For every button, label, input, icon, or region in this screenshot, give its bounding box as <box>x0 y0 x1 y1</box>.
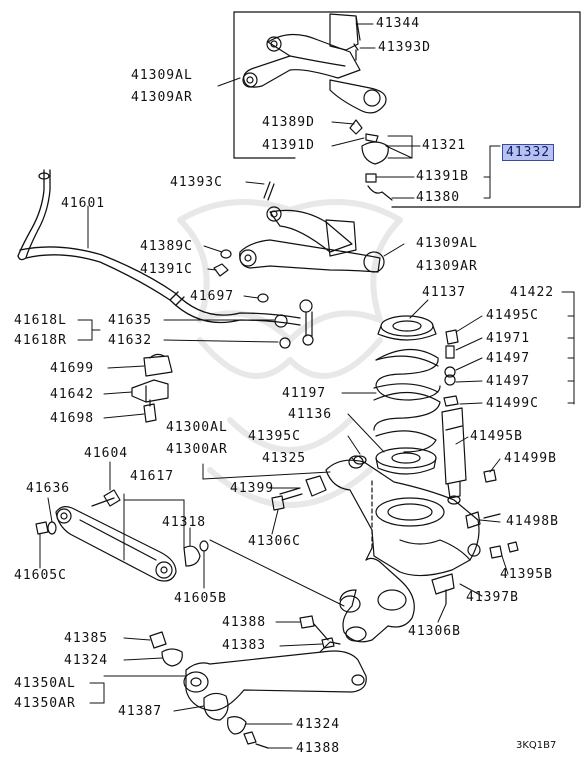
part-label-41389d[interactable]: 41389D <box>262 115 315 130</box>
part-label-41698[interactable]: 41698 <box>50 411 95 426</box>
part-label-41324-b[interactable]: 41324 <box>296 717 341 732</box>
part-label-41618r[interactable]: 41618R <box>14 333 67 348</box>
part-label-41397b[interactable]: 41397B <box>466 590 519 605</box>
part-label-41697[interactable]: 41697 <box>190 289 235 304</box>
part-label-41399[interactable]: 41399 <box>230 481 275 496</box>
part-label-41344[interactable]: 41344 <box>376 16 421 31</box>
stabilizer-link <box>257 293 314 349</box>
part-label-41309ar-top[interactable]: 41309AR <box>131 90 193 105</box>
part-label-41497-a[interactable]: 41497 <box>486 351 531 366</box>
part-label-41387[interactable]: 41387 <box>118 704 163 719</box>
part-label-41601[interactable]: 41601 <box>61 196 106 211</box>
part-label-41197[interactable]: 41197 <box>282 386 327 401</box>
part-label-41380[interactable]: 41380 <box>416 190 461 205</box>
part-label-41495b[interactable]: 41495B <box>470 429 523 444</box>
part-label-41393c[interactable]: 41393C <box>170 175 223 190</box>
part-label-41391b[interactable]: 41391B <box>416 169 469 184</box>
part-label-41385[interactable]: 41385 <box>64 631 109 646</box>
part-label-41306c[interactable]: 41306C <box>248 534 301 549</box>
part-label-41309al-top[interactable]: 41309AL <box>131 68 193 83</box>
part-label-41499c[interactable]: 41499C <box>486 396 539 411</box>
part-label-41318[interactable]: 41318 <box>162 515 207 530</box>
part-label-41498b[interactable]: 41498B <box>506 514 559 529</box>
part-label-41699[interactable]: 41699 <box>50 361 95 376</box>
part-label-41632[interactable]: 41632 <box>108 333 153 348</box>
stabilizer-bushing-bracket <box>131 353 173 423</box>
part-label-41604[interactable]: 41604 <box>84 446 129 461</box>
part-label-41497-b[interactable]: 41497 <box>486 374 531 389</box>
part-label-41395b[interactable]: 41395B <box>500 567 553 582</box>
part-label-41350al[interactable]: 41350AL <box>14 676 76 691</box>
lower-arm-bolts <box>271 475 519 559</box>
part-label-41389c[interactable]: 41389C <box>140 239 193 254</box>
part-label-41321[interactable]: 41321 <box>422 138 467 153</box>
upper-arm-assembly <box>213 181 385 277</box>
part-label-41605c[interactable]: 41605C <box>14 568 67 583</box>
part-label-41325[interactable]: 41325 <box>262 451 307 466</box>
part-label-41306b[interactable]: 41306B <box>408 624 461 639</box>
part-label-41332-highlighted[interactable]: 41332 <box>502 144 555 161</box>
part-label-41422[interactable]: 41422 <box>510 285 555 300</box>
lower-arm-assembly <box>325 455 481 605</box>
part-label-41618l[interactable]: 41618L <box>14 313 67 328</box>
part-label-41642[interactable]: 41642 <box>50 387 95 402</box>
part-label-41137[interactable]: 41137 <box>422 285 467 300</box>
lower-trailing-arm <box>149 615 367 749</box>
upper-arm-assembly-inset <box>242 13 393 201</box>
lateral-rod <box>35 489 209 582</box>
part-label-41391d[interactable]: 41391D <box>262 138 315 153</box>
part-label-41391c[interactable]: 41391C <box>140 262 193 277</box>
part-label-41636[interactable]: 41636 <box>26 481 71 496</box>
part-label-41300al[interactable]: 41300AL <box>166 420 228 435</box>
part-label-41393d[interactable]: 41393D <box>378 40 431 55</box>
part-label-41495c[interactable]: 41495C <box>486 308 539 323</box>
part-label-41499b[interactable]: 41499B <box>504 451 557 466</box>
shock-absorber <box>441 329 497 505</box>
diagram-code: 3KQ1B7 <box>516 740 557 751</box>
part-label-41617[interactable]: 41617 <box>130 469 175 484</box>
steering-knuckle <box>339 479 415 643</box>
part-label-41300ar[interactable]: 41300AR <box>166 442 228 457</box>
leader-lines <box>39 23 575 749</box>
part-label-41309ar-mid[interactable]: 41309AR <box>416 259 478 274</box>
part-label-41605b[interactable]: 41605B <box>174 591 227 606</box>
part-label-41324-a[interactable]: 41324 <box>64 653 109 668</box>
coil-spring-assembly <box>353 315 441 475</box>
part-label-41388-b[interactable]: 41388 <box>296 741 341 756</box>
part-label-41971[interactable]: 41971 <box>486 331 531 346</box>
part-label-41309al-mid[interactable]: 41309AL <box>416 236 478 251</box>
upper-inset-frame <box>233 11 581 208</box>
part-label-41383[interactable]: 41383 <box>222 638 267 653</box>
part-label-41395c[interactable]: 41395C <box>248 429 301 444</box>
part-label-41350ar[interactable]: 41350AR <box>14 696 76 711</box>
part-label-41388-a[interactable]: 41388 <box>222 615 267 630</box>
part-label-41136[interactable]: 41136 <box>288 407 333 422</box>
part-label-41635[interactable]: 41635 <box>108 313 153 328</box>
